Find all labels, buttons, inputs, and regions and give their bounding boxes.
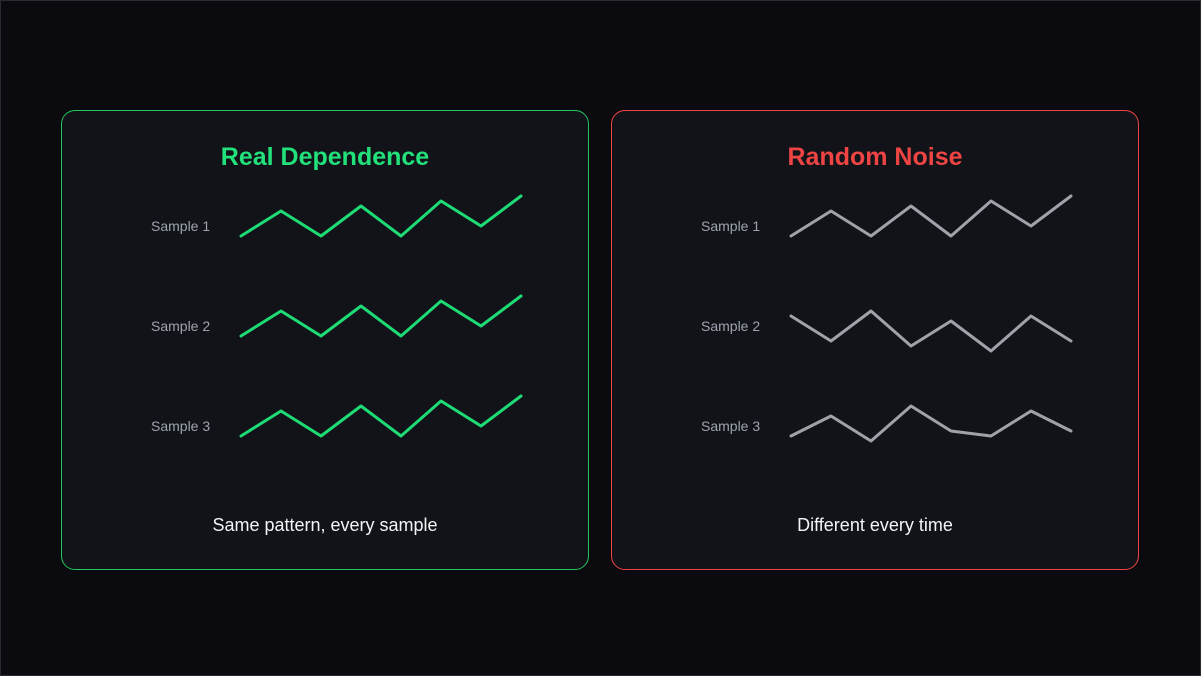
sample-label: Sample 2 [151,318,211,334]
sample-2-waveform [789,309,1073,353]
panel-caption: Same pattern, every sample [212,515,438,535]
sample-label: Sample 1 [701,218,761,234]
panel-title: Real Dependence [220,143,430,171]
sample-label: Sample 3 [701,418,761,434]
panel-title: Random Noise [787,143,963,171]
sample-label: Sample 2 [701,318,761,334]
panel-caption: Different every time [797,515,953,535]
real-dependence-plot [239,194,523,438]
random-noise-panel: Random Noise Sample 1 Sample 2 Sample 3 … [611,110,1139,570]
sample-label: Sample 1 [151,218,211,234]
sample-2-waveform [239,294,523,338]
real-dependence-panel: Real Dependence Sample 1 Sample 2 Sample… [61,110,589,570]
sample-1-waveform [239,194,523,238]
sample-label: Sample 3 [151,418,211,434]
sample-3-waveform [789,404,1073,443]
random-noise-plot [789,194,1073,443]
sample-1-waveform [789,194,1073,238]
sample-3-waveform [239,394,523,438]
